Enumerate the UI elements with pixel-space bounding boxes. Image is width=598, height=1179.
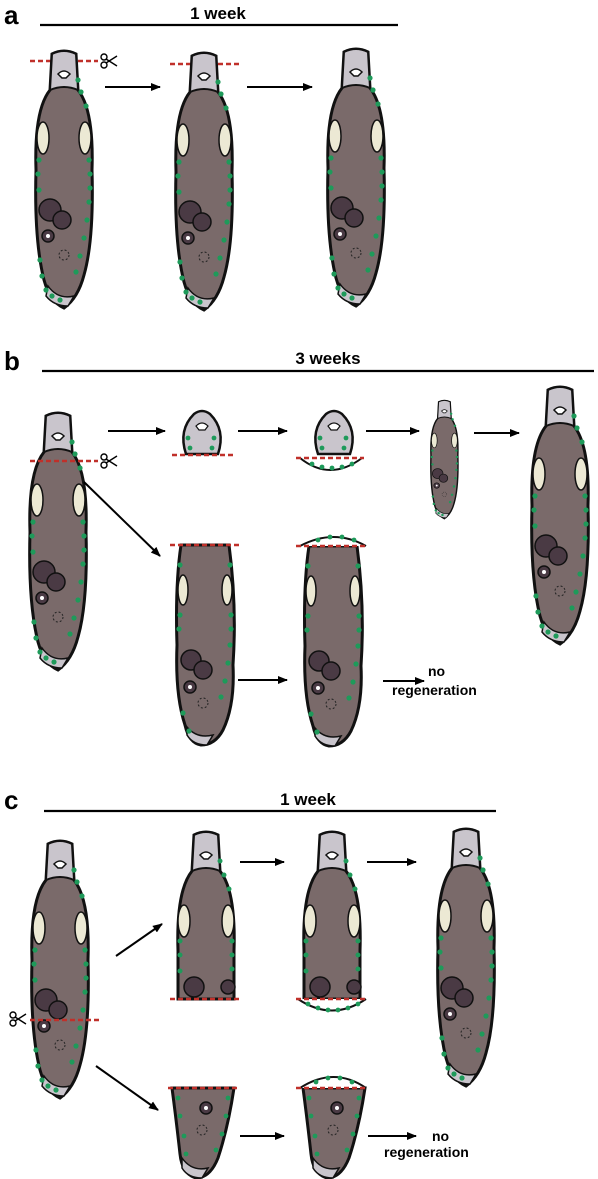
worm-regenerated xyxy=(435,827,497,1088)
anterior-fragment-healing xyxy=(302,830,363,1001)
timeline-label-c: 1 week xyxy=(280,790,336,809)
worm-wounded xyxy=(173,51,235,312)
neoblast-dots xyxy=(313,1075,355,1085)
blastema xyxy=(299,1076,367,1089)
panel-a: a 1 week xyxy=(4,0,398,312)
worm-small-regenerated xyxy=(429,399,459,520)
tail-fragment-healing xyxy=(301,1086,367,1179)
timeline-label-b: 3 weeks xyxy=(295,349,360,368)
trunk-fragment xyxy=(174,543,236,747)
tail-fragment xyxy=(170,1086,236,1179)
no-regeneration-line1: no xyxy=(428,663,445,679)
worm-intact xyxy=(29,839,91,1100)
blastema xyxy=(299,536,367,547)
anterior-fragment xyxy=(176,830,237,1001)
worm-regenerated xyxy=(529,385,591,646)
scissors-icon xyxy=(100,53,118,69)
worm-intact xyxy=(33,49,95,310)
neoblast-dots xyxy=(315,534,357,543)
no-regeneration-line1: no xyxy=(432,1128,449,1144)
no-regeneration-line2: regeneration xyxy=(384,1144,469,1160)
worm-regenerated xyxy=(325,47,387,308)
panel-c: c 1 week no regeneration xyxy=(4,785,497,1179)
trunk-fragment-healing xyxy=(302,544,364,748)
panel-label-b: b xyxy=(4,346,20,376)
timeline-label-a: 1 week xyxy=(190,4,246,23)
no-regeneration-line2: regeneration xyxy=(392,682,477,698)
panel-label-c: c xyxy=(4,785,18,815)
head-fragment-healing xyxy=(314,409,354,456)
neoblast-dots xyxy=(305,1001,361,1013)
panel-b: b 3 weeks no xyxy=(4,346,594,748)
worm-intact xyxy=(27,411,89,672)
arrow xyxy=(95,1065,159,1111)
scissors-icon xyxy=(9,1011,27,1027)
head-fragment xyxy=(182,409,222,456)
scissors-icon xyxy=(100,453,118,469)
panel-label-a: a xyxy=(4,0,19,30)
neoblast-dots xyxy=(309,461,355,471)
arrow xyxy=(83,481,161,557)
arrow xyxy=(115,923,163,957)
